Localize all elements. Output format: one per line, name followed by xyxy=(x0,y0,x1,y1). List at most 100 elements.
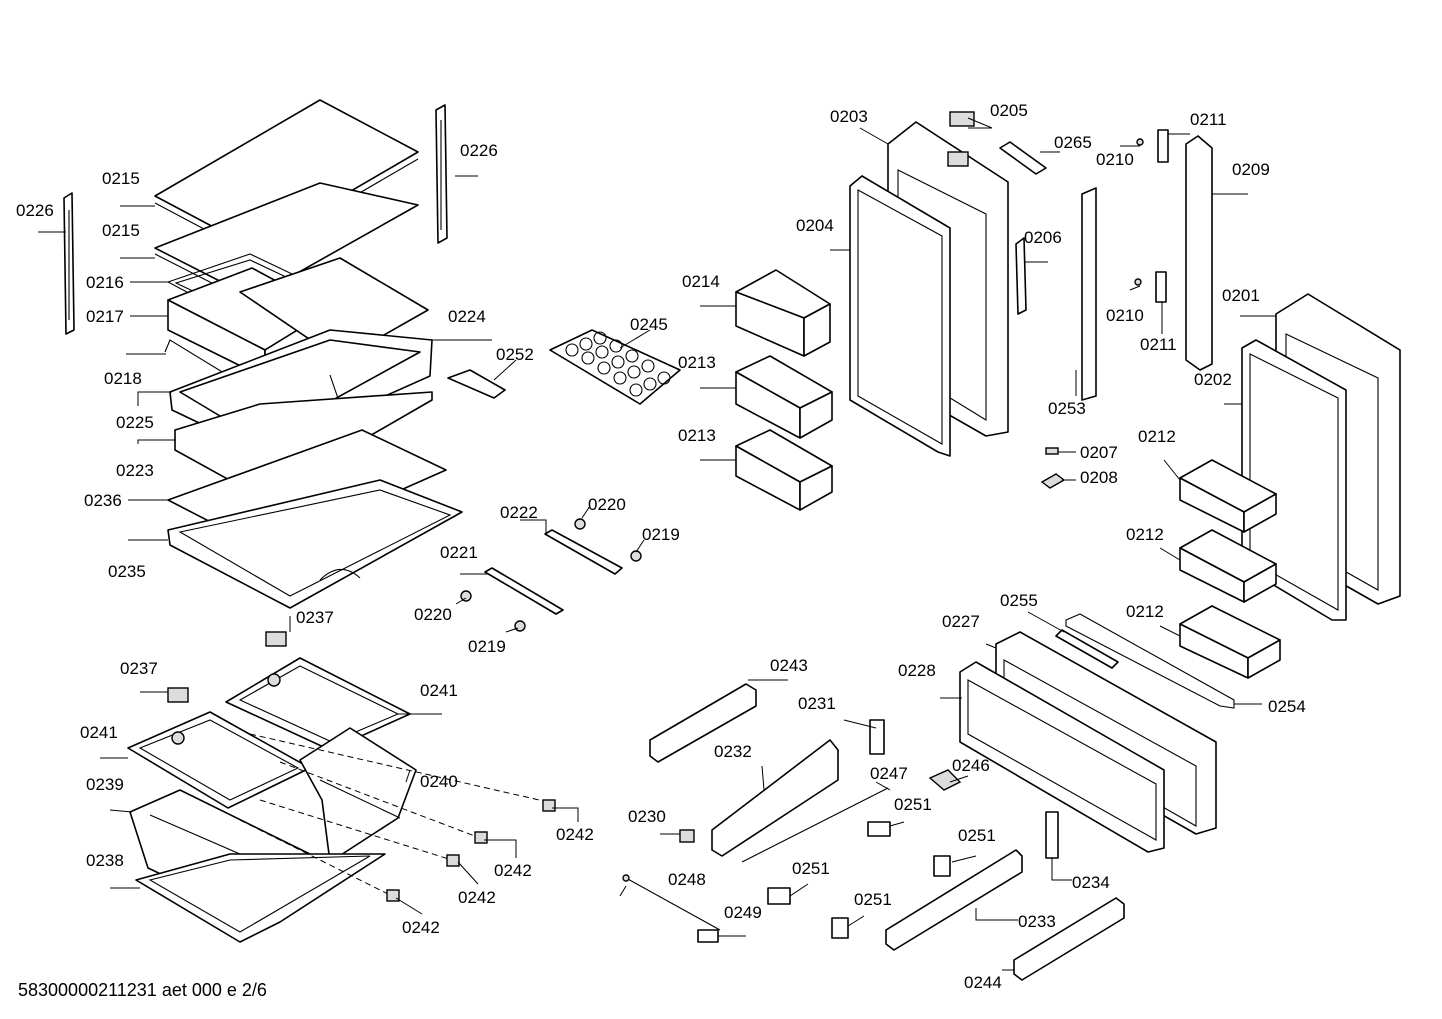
label-0215-b: 0215 xyxy=(102,221,140,240)
hinge-0211-b xyxy=(1155,271,1167,303)
clip-0242-a xyxy=(542,799,556,812)
freezer-door-gasket xyxy=(959,661,1165,853)
clip-0242-b xyxy=(474,831,488,844)
door-bin-0213-a xyxy=(735,355,833,439)
label-0220-a: 0220 xyxy=(588,495,626,514)
connector-0249 xyxy=(697,929,719,943)
label-0224: 0224 xyxy=(448,307,486,326)
part-0251-c xyxy=(933,855,951,877)
bottom-tray xyxy=(167,479,463,609)
door-bin-0212-c xyxy=(1179,605,1281,679)
label-0237-a: 0237 xyxy=(296,608,334,627)
label-0252: 0252 xyxy=(496,345,534,364)
label-0251-b: 0251 xyxy=(792,859,830,878)
part-labels: 0226 0226 0215 0215 0216 0217 0218 0224 … xyxy=(16,101,1306,992)
freezer-tray xyxy=(135,853,386,943)
label-0231: 0231 xyxy=(798,694,836,713)
label-0212-b: 0212 xyxy=(1126,525,1164,544)
label-0219-b: 0219 xyxy=(468,637,506,656)
hinge-0265 xyxy=(999,141,1047,175)
label-0254: 0254 xyxy=(1268,697,1306,716)
label-0241-a: 0241 xyxy=(420,681,458,700)
label-0223: 0223 xyxy=(116,461,154,480)
label-0238: 0238 xyxy=(86,851,124,870)
bracket-0234 xyxy=(1045,811,1059,859)
clip-upper xyxy=(265,631,287,647)
clip-0230 xyxy=(679,829,695,843)
label-0265: 0265 xyxy=(1054,133,1092,152)
label-0225: 0225 xyxy=(116,413,154,432)
screw-0210-a xyxy=(1136,138,1144,146)
roller-0219-a xyxy=(630,550,642,562)
label-0220-b: 0220 xyxy=(414,605,452,624)
part-0251-d xyxy=(831,917,849,939)
label-0213-a: 0213 xyxy=(678,353,716,372)
part-0208 xyxy=(1040,473,1066,489)
label-0214: 0214 xyxy=(682,272,720,291)
cable-0248 xyxy=(622,874,721,931)
label-0241-b: 0241 xyxy=(80,723,118,742)
bracket-0231 xyxy=(869,719,885,755)
label-0255: 0255 xyxy=(1000,591,1038,610)
label-0234: 0234 xyxy=(1072,873,1110,892)
label-0213-b: 0213 xyxy=(678,426,716,445)
strip-0254 xyxy=(1065,613,1235,709)
label-0233: 0233 xyxy=(1018,912,1056,931)
part-0207 xyxy=(1045,447,1059,455)
side-rail-left xyxy=(63,192,75,335)
label-0211-a: 0211 xyxy=(1190,110,1227,129)
strip-0253 xyxy=(1081,187,1097,401)
label-0242-c: 0242 xyxy=(458,888,496,907)
label-0237-b: 0237 xyxy=(120,659,158,678)
label-0212-a: 0212 xyxy=(1138,427,1176,446)
label-0201: 0201 xyxy=(1222,286,1260,305)
label-0211-b: 0211 xyxy=(1140,335,1177,354)
label-0222: 0222 xyxy=(500,503,538,522)
label-0227: 0227 xyxy=(942,612,980,631)
label-0219-a: 0219 xyxy=(642,525,680,544)
leader-lines xyxy=(38,117,1276,971)
label-0212-c: 0212 xyxy=(1126,602,1164,621)
mullion-0209 xyxy=(1185,135,1213,371)
slide-0233 xyxy=(885,849,1023,951)
freezer-basket-right xyxy=(299,727,417,863)
label-0242-a: 0242 xyxy=(556,825,594,844)
clip-lower xyxy=(167,687,189,703)
label-0208: 0208 xyxy=(1080,468,1118,487)
label-0249: 0249 xyxy=(724,903,762,922)
egg-tray xyxy=(549,329,681,405)
rail-0222 xyxy=(544,529,623,575)
roller-0220-a xyxy=(574,518,586,530)
label-0251-a: 0251 xyxy=(894,795,932,814)
label-0217: 0217 xyxy=(86,307,124,326)
label-0205: 0205 xyxy=(990,101,1028,120)
label-0209: 0209 xyxy=(1232,160,1270,179)
label-0226-left: 0226 xyxy=(16,201,54,220)
roller-0220-b xyxy=(460,590,472,602)
label-0246: 0246 xyxy=(952,756,990,775)
label-0242-d: 0242 xyxy=(402,918,440,937)
label-0251-c: 0251 xyxy=(958,826,996,845)
label-0245: 0245 xyxy=(630,315,668,334)
rod-0247 xyxy=(741,787,889,863)
document-footer: 58300000211231 aet 000 e 2/6 xyxy=(18,980,267,1000)
label-0202: 0202 xyxy=(1194,370,1232,389)
roller-0219-b xyxy=(514,620,526,632)
label-0244: 0244 xyxy=(964,973,1002,992)
label-0253: 0253 xyxy=(1048,399,1086,418)
slide-0244 xyxy=(1013,897,1125,981)
label-0210-b: 0210 xyxy=(1106,306,1144,325)
label-0235: 0235 xyxy=(108,562,146,581)
pad-0251-b xyxy=(767,887,791,905)
label-0242-b: 0242 xyxy=(494,861,532,880)
label-0248: 0248 xyxy=(668,870,706,889)
label-0228: 0228 xyxy=(898,661,936,680)
label-0251-d: 0251 xyxy=(854,890,892,909)
part-0246 xyxy=(928,769,962,791)
label-0236: 0236 xyxy=(84,491,122,510)
label-0203: 0203 xyxy=(830,107,868,126)
clip-0242-c xyxy=(446,854,460,867)
label-0216: 0216 xyxy=(86,273,124,292)
label-0239: 0239 xyxy=(86,775,124,794)
label-0232: 0232 xyxy=(714,742,752,761)
